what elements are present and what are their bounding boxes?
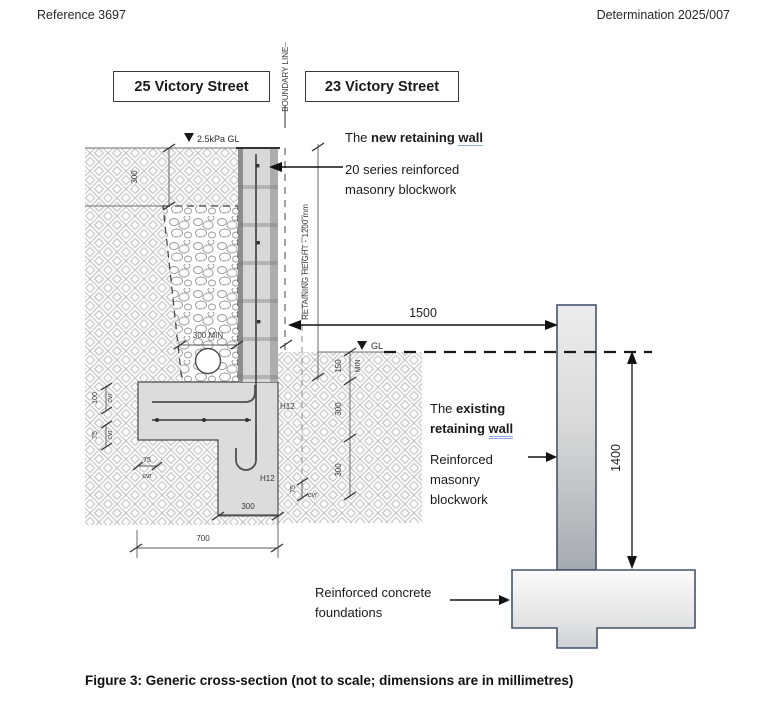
gl-label: GL [371, 341, 383, 351]
drain-pipe [194, 347, 222, 375]
existing-wall-title-underlined: wall [488, 421, 514, 439]
foundations-arrow [499, 595, 510, 605]
reinforcement-bars [152, 154, 257, 471]
new-wall-title-bold: new retaining [371, 130, 459, 145]
boundary-line-label: BOUNDARY LINE– [281, 42, 290, 112]
foundations-label: Reinforced concrete foundations [315, 583, 431, 623]
existing-wall-desc-line3: blockwork [430, 492, 488, 507]
rebar-section-dots [155, 164, 261, 422]
h12-hook-label: H12 [260, 474, 275, 483]
existing-wall-description: Reinforced masonry blockwork [430, 450, 493, 510]
dim-300-upper: 300 [130, 170, 139, 184]
new-wall-title: The new retaining wall [345, 128, 483, 148]
retaining-height-label: RETAINING HEIGHT - 1200 mm [301, 204, 310, 320]
annotation-arrows [269, 162, 557, 605]
dimension-1400 [627, 351, 637, 569]
reference-number: Reference 3697 [37, 8, 126, 22]
existing-wall-desc-line2: masonry [430, 472, 480, 487]
cvr-label-4: cvr [308, 492, 318, 499]
surcharge-marker-triangle [184, 133, 194, 142]
surcharge-gl-label: 2.5kPa GL [197, 134, 240, 144]
cover-75-right: 75 [290, 485, 297, 493]
dim-700: 700 [196, 534, 210, 543]
property-25-label: 25 Victory Street [134, 78, 249, 95]
existing-wall-foundation [511, 569, 696, 649]
property-23-label: 23 Victory Street [324, 78, 440, 95]
gl-marker-triangle [357, 341, 367, 350]
existing-wall-title-bold: existing [456, 401, 506, 416]
cover-100: 100 [92, 392, 99, 404]
existing-wall-arrow [546, 452, 557, 462]
new-wall-description: 20 series reinforced masonry blockwork [345, 160, 459, 200]
determination-number: Determination 2025/007 [596, 8, 730, 22]
new-wall-arrow [269, 162, 282, 172]
foundations-line1: Reinforced concrete [315, 585, 432, 600]
dimension-lines [105, 144, 351, 558]
new-wall-desc-line1: 20 series reinforced [345, 162, 460, 177]
ground-level-line [318, 341, 652, 354]
property-box-23: 23 Victory Street [305, 71, 459, 102]
gravel-drainage-zone [162, 205, 239, 383]
existing-retaining-wall [556, 304, 597, 571]
cvr-label-1: cvr [107, 393, 114, 403]
existing-wall-title: The existing retaining wall [430, 399, 514, 439]
cvr-label-2: cvr [107, 430, 114, 440]
figure-caption: Figure 3: Generic cross-section (not to … [85, 673, 574, 688]
foundations-line2: foundations [315, 605, 383, 620]
dim-300-a: 300 [334, 402, 343, 416]
existing-wall-title-bold2: retaining [430, 421, 489, 436]
existing-wall-title-prefix: The [430, 401, 457, 416]
dimension-ticks [100, 142, 357, 553]
dim-150: 150 [334, 359, 343, 373]
dim-300-min: 300 MIN [193, 331, 223, 340]
cover-75-bottom: 75 [143, 457, 151, 464]
new-wall-title-prefix: The [345, 130, 372, 145]
dim-300-stem: 300 [241, 502, 255, 511]
cover-75-left: 75 [92, 431, 99, 439]
dim-min: MIN [355, 360, 362, 373]
property-box-25: 25 Victory Street [113, 71, 270, 102]
dimension-1500 [288, 320, 558, 330]
block-course-joints [238, 185, 278, 379]
new-retaining-wall [236, 147, 280, 382]
dim-1500: 1500 [409, 306, 437, 320]
cvr-label-3: cvr [142, 473, 152, 480]
new-wall-desc-line2: masonry blockwork [345, 182, 457, 197]
existing-wall-desc-line1: Reinforced [430, 452, 493, 467]
dim-1400: 1400 [609, 444, 623, 472]
h12-wall-label: H12 [280, 402, 295, 411]
new-wall-title-underlined: wall [458, 130, 483, 146]
dim-300-b: 300 [334, 463, 343, 477]
